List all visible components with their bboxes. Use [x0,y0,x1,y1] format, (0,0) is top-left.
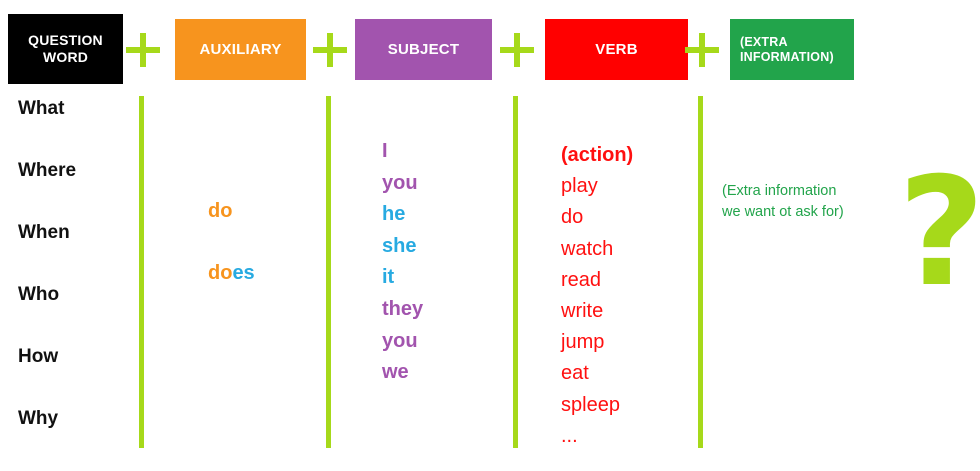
extra-information-line-2: we want ot ask for) [722,204,844,221]
extra-information-note: (Extra information we want ot ask for) [722,181,894,223]
verb-item: jump [561,331,605,354]
plus-icon-3 [500,33,534,67]
header-box-subject: SUBJECT [355,19,492,80]
question-word-item: What [18,98,65,119]
subject-item: I [382,140,388,162]
auxiliary-segment-do: do [208,200,233,222]
verb-item: do [561,206,584,229]
plus-icon-4 [685,33,719,67]
question-word-column: What Where When Who How Why [18,98,133,471]
verb-item: eat [561,362,589,385]
auxiliary-segment-es: es [232,262,255,284]
header-label-subject: SUBJECT [387,40,460,58]
header-label-auxiliary: AUXILIARY [199,40,282,58]
column-divider-4 [698,96,703,448]
verb-item: spleep [561,393,620,416]
header-label-verb: VERB [595,40,638,58]
header-box-question-word: QUESTION WORD [8,14,123,84]
question-mark-icon: ? [898,146,980,320]
plus-icon-2 [313,33,347,67]
header-label-question-word: QUESTION WORD [28,32,103,65]
verb-item: read [561,268,602,291]
question-word-item: Where [18,160,77,181]
question-word-item: Why [18,408,59,429]
verb-item: watch [561,237,614,260]
extra-information-line-1: (Extra information [722,183,837,199]
subject-item: it [382,266,395,289]
subject-column: I you he she it they you we [382,136,512,389]
header-box-verb: VERB [545,19,688,80]
verb-item-action: (action) [561,144,634,166]
auxiliary-segment-do: do [208,262,233,284]
subject-item: she [382,234,417,257]
verb-item: write [561,299,604,322]
header-box-auxiliary: AUXILIARY [175,19,306,80]
auxiliary-item-does: does [208,262,326,284]
verb-item-ellipsis: ... [561,424,578,447]
question-word-item: When [18,222,70,243]
column-divider-2 [326,96,331,448]
subject-item: you [382,329,418,352]
verb-column: (action) play do watch read write jump e… [561,140,696,452]
question-word-item: How [18,346,59,367]
column-divider-3 [513,96,518,448]
column-divider-1 [139,96,144,448]
subject-item: he [382,203,406,226]
plus-icon-1 [126,33,160,67]
subject-item: they [382,297,424,320]
header-label-extra-information: (EXTRA INFORMATION) [740,34,834,64]
auxiliary-item-do: do [208,200,326,222]
auxiliary-column: do does [208,200,326,324]
verb-item: play [561,175,598,198]
header-box-extra-information: (EXTRA INFORMATION) [730,19,854,80]
question-word-item: Who [18,284,60,305]
subject-item: we [382,361,409,384]
subject-item: you [382,171,418,194]
